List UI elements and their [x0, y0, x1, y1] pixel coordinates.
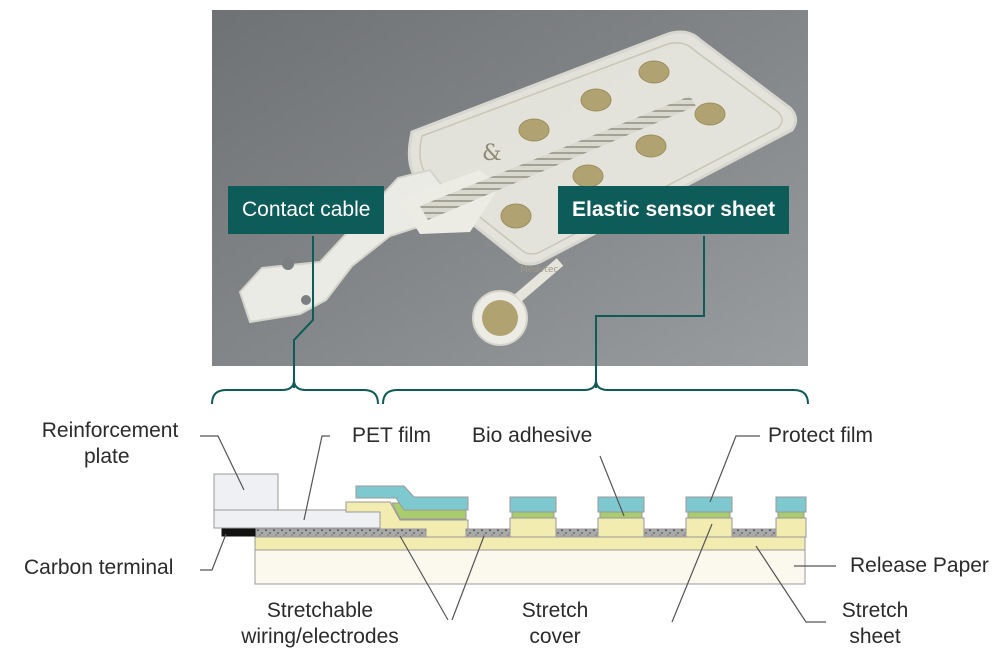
release-paper-label: Release Paper: [850, 554, 989, 577]
terminal-hole: [301, 295, 311, 305]
reinforcement-plate-layer: [213, 473, 279, 511]
wiring-trace: [255, 528, 427, 538]
label-line: wiring/electrodes: [241, 625, 399, 648]
label-line: plate: [84, 445, 130, 468]
label-line: Stretchable: [266, 599, 374, 622]
label-line: Stretch: [521, 599, 589, 622]
stretch-sheet-label: Stretch sheet: [820, 598, 930, 650]
section-brackets: [211, 379, 809, 405]
bio-adhesive-layer: [511, 511, 555, 519]
terminal-hole: [282, 258, 294, 270]
wiring-trace: [465, 528, 517, 538]
pet-film-layer: [213, 509, 381, 529]
sheet-inner-edge: [419, 42, 783, 255]
bio-adhesive-layer: [599, 511, 643, 519]
wiring-trace: [641, 528, 687, 538]
stretch-cover-segment: [509, 517, 557, 538]
protect-film-layer: [597, 496, 645, 513]
protect-film-label: Protect film: [768, 424, 874, 447]
label-line: cover: [529, 625, 581, 648]
wiring-trace: [729, 528, 777, 538]
reference-lead: [514, 258, 564, 302]
carbon-terminal-label: Carbon terminal: [24, 556, 174, 579]
stretch-cover-segment: [685, 517, 733, 538]
label-line: Stretch: [841, 599, 909, 622]
reference-electrode: [482, 300, 518, 336]
bio-adhesive-layer: [687, 511, 731, 519]
stretch-cover-label: Stretch cover: [500, 598, 610, 650]
elastic-sensor-sheet-callout: Elastic sensor sheet: [558, 186, 790, 234]
protect-film-layer: [509, 496, 557, 513]
bio-adhesive-label: Bio adhesive: [472, 424, 593, 447]
carbon-terminal-layer: [221, 527, 257, 537]
electrodes: [500, 60, 726, 229]
stretch-cover-segment: [775, 517, 807, 538]
protect-film-layer: [355, 485, 469, 511]
sheet-brand-mark: Medvtec: [520, 265, 558, 275]
wiring-trace: [553, 528, 599, 538]
stretch-cover-segment: [597, 517, 645, 538]
release-paper-layer: [254, 549, 806, 585]
diagram-leaders: [200, 435, 836, 623]
stretch-sheet-layer: [254, 536, 806, 551]
label-line: Reinforcement: [41, 419, 179, 442]
cross-section: [213, 473, 807, 585]
bio-adhesive-layer: [777, 511, 805, 519]
stretchable-wiring-label: Stretchable wiring/electrodes: [230, 598, 410, 650]
contact-cable-callout: Contact cable: [228, 186, 385, 234]
pet-film-label: PET film: [352, 424, 431, 447]
protect-film-layer: [685, 496, 733, 513]
callout-leaders: [293, 236, 705, 388]
wiring-traces: [420, 96, 696, 220]
label-line: sheet: [849, 625, 901, 648]
protect-film-layer: [775, 496, 807, 513]
sheet-logo: &: [482, 141, 502, 166]
reinforcement-plate-label: Reinforcement plate: [24, 418, 196, 470]
